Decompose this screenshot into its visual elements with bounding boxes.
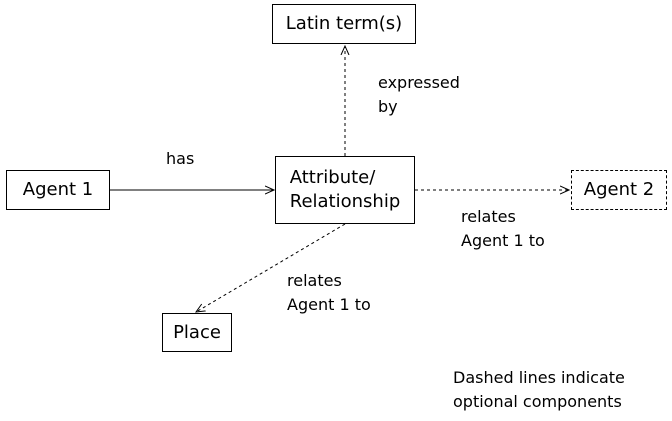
edge-label-relates-place: relates Agent 1 to [287, 271, 371, 314]
node-agent-2-label: Agent 2 [583, 179, 655, 200]
node-attribute-relationship-label: Attribute/ Relationship [289, 167, 401, 212]
edge-attribute-to-place [196, 223, 346, 312]
legend-note: Dashed lines indicate optional component… [453, 368, 625, 411]
node-latin-terms-label: Latin term(s) [285, 13, 403, 34]
edge-label-has: has [166, 149, 195, 168]
node-latin-terms: Latin term(s) [272, 4, 416, 44]
node-agent-2: Agent 2 [571, 170, 667, 210]
node-place: Place [162, 313, 232, 352]
node-agent-1-label: Agent 1 [22, 179, 94, 200]
node-agent-1: Agent 1 [6, 170, 110, 210]
node-attribute-relationship: Attribute/ Relationship [275, 156, 415, 224]
node-place-label: Place [173, 321, 221, 343]
edge-label-relates-agent2: relates Agent 1 to [461, 207, 545, 250]
edge-label-expressed-by: expressed by [378, 73, 460, 116]
